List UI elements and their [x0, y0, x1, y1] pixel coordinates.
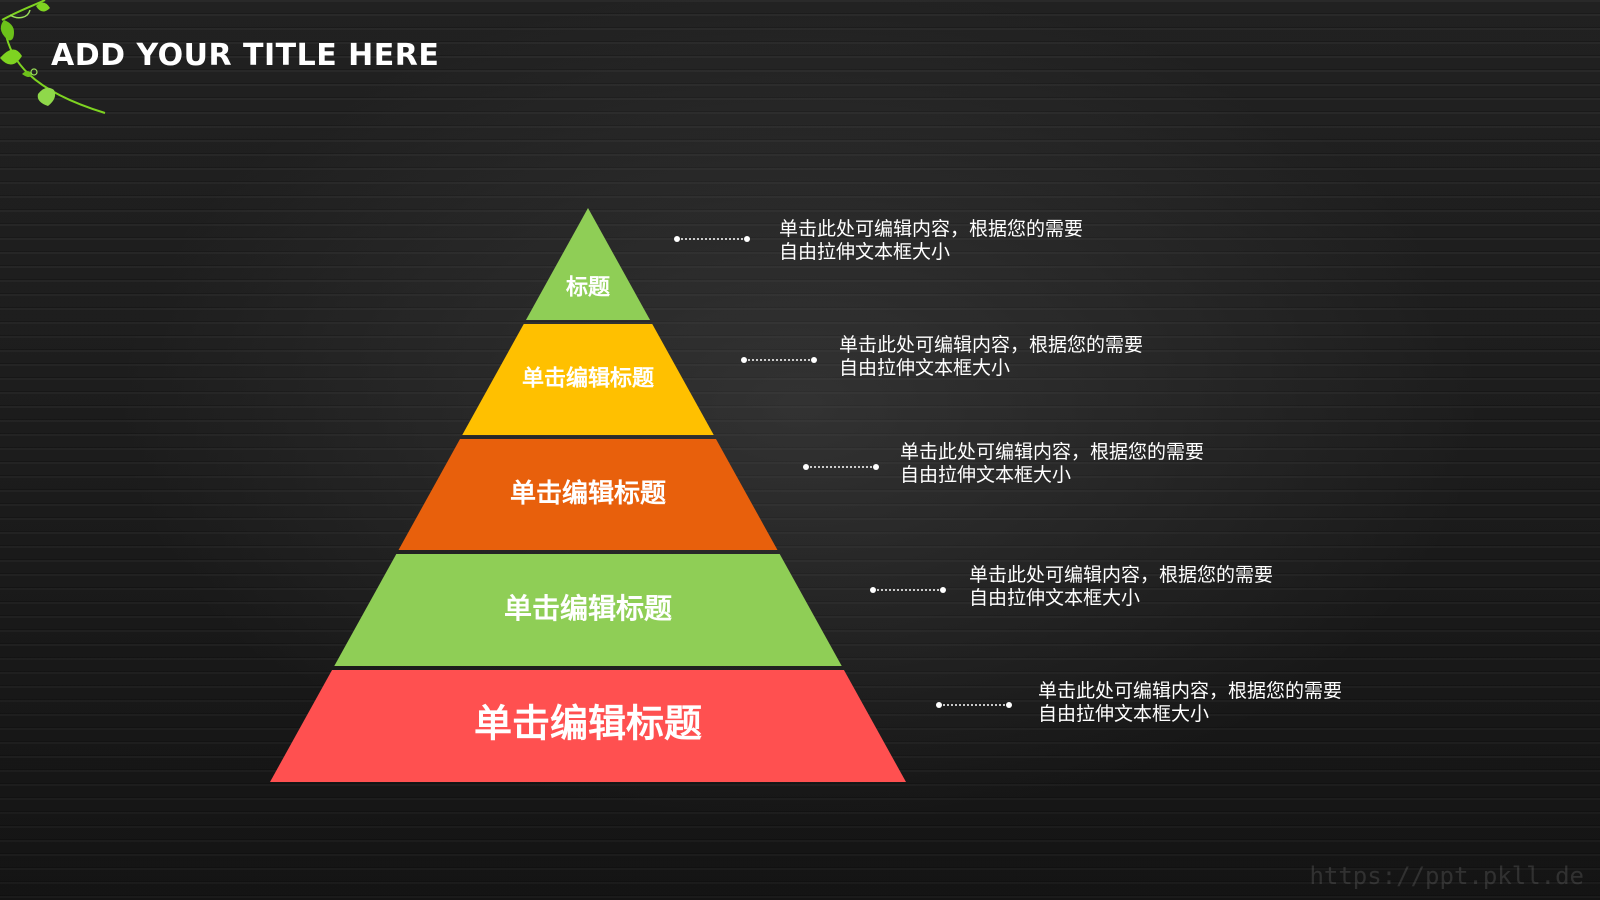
slide-title[interactable]: ADD YOUR TITLE HERE	[51, 38, 440, 73]
pyramid-layer-2[interactable]	[462, 324, 714, 435]
layer-4-connector-dot-end	[940, 587, 946, 593]
pyramid-layer-1[interactable]	[525, 208, 651, 320]
layer-5-connector-dot-start	[936, 702, 942, 708]
layer-4-description[interactable]: 单击此处可编辑内容，根据您的需要自由拉伸文本框大小	[969, 564, 1274, 609]
layer-1-description[interactable]: 单击此处可编辑内容，根据您的需要自由拉伸文本框大小	[779, 218, 1084, 263]
layer-2-connector-dot-end	[811, 357, 817, 363]
layer-5-description[interactable]: 单击此处可编辑内容，根据您的需要自由拉伸文本框大小	[1038, 680, 1343, 725]
watermark-text: https://ppt.pkll.de	[1309, 862, 1584, 890]
layer-2-connector-dot-start	[741, 357, 747, 363]
layer-3-connector-dot-end	[873, 464, 879, 470]
pyramid-layer-2-label[interactable]: 单击编辑标题	[522, 366, 655, 392]
pyramid-layer-4[interactable]	[334, 554, 842, 666]
pyramid-layer-3-label[interactable]: 单击编辑标题	[510, 478, 666, 509]
pyramid-layer-5[interactable]	[270, 670, 906, 782]
layer-4-connector-dot-start	[870, 587, 876, 593]
layer-3-description[interactable]: 单击此处可编辑内容，根据您的需要自由拉伸文本框大小	[900, 441, 1205, 486]
pyramid-layer-5-label[interactable]: 单击编辑标题	[474, 702, 702, 746]
pyramid-layer-3[interactable]	[398, 439, 778, 550]
layer-3-connector-dot-start	[803, 464, 809, 470]
pyramid-layer-4-label[interactable]: 单击编辑标题	[504, 592, 672, 625]
pyramid-layer-1-label[interactable]: 标题	[566, 275, 611, 301]
vine-leaf-icon	[0, 0, 106, 114]
layer-1-connector-dot-start	[674, 236, 680, 242]
layer-5-connector-dot-end	[1006, 702, 1012, 708]
layer-2-description[interactable]: 单击此处可编辑内容，根据您的需要自由拉伸文本框大小	[839, 334, 1144, 379]
layer-1-connector-dot-end	[744, 236, 750, 242]
